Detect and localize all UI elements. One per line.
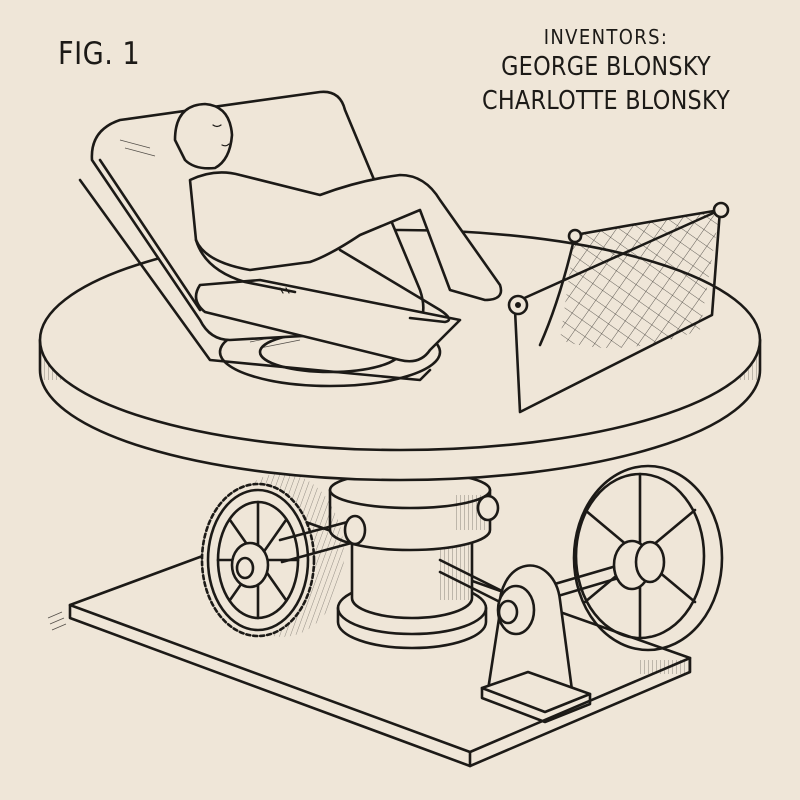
inventors-block: INVENTORS: GEORGE BLONSKY CHARLOTTE BLON… xyxy=(456,24,756,118)
spur-gear xyxy=(200,473,367,638)
inventors-heading: INVENTORS: xyxy=(543,25,669,49)
mesh-catch-net xyxy=(507,201,730,414)
pillow-block-bearing xyxy=(480,564,592,724)
central-column xyxy=(328,470,492,650)
inventor-name-1: GEORGE BLONSKY xyxy=(501,52,711,82)
inventor-name-2: CHARLOTTE BLONSKY xyxy=(481,86,731,116)
reclining-woman xyxy=(173,102,503,324)
figure-label: FIG. 1 xyxy=(58,36,141,72)
spoked-flywheel xyxy=(572,464,724,652)
